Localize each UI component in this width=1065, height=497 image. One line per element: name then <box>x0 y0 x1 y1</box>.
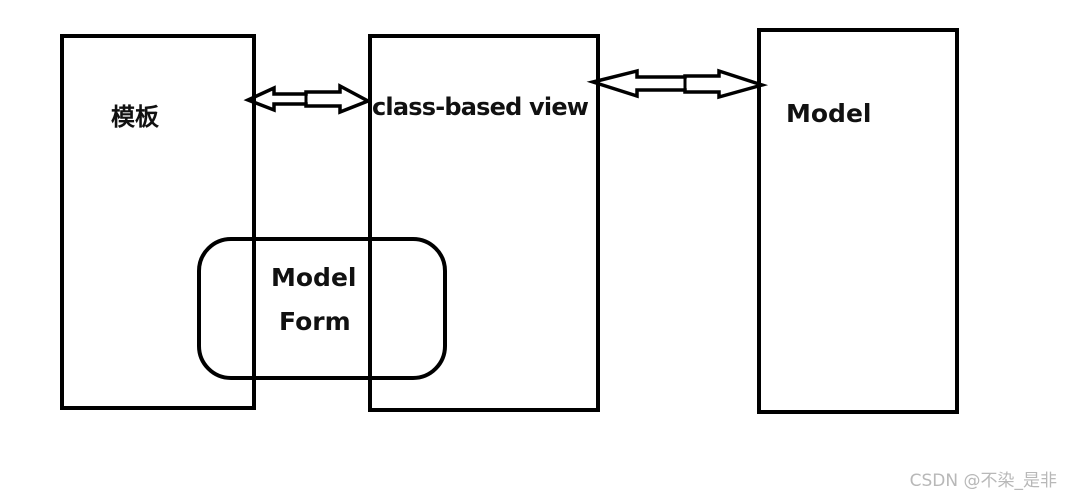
model-form-label-line1: Model <box>271 263 357 292</box>
model-label: Model <box>786 99 872 128</box>
watermark: CSDN @不染_是非 <box>909 471 1057 491</box>
template-box <box>60 34 256 410</box>
class-based-view-box <box>368 34 600 412</box>
model-form-rounded-box <box>197 237 447 380</box>
model-box <box>757 28 959 414</box>
double-arrow-template-view <box>243 83 373 115</box>
class-based-view-label: class-based view <box>372 93 589 121</box>
double-arrow-view-model <box>586 68 769 100</box>
template-label: 模板 <box>111 103 159 131</box>
model-form-label-line2: Form <box>279 307 351 336</box>
